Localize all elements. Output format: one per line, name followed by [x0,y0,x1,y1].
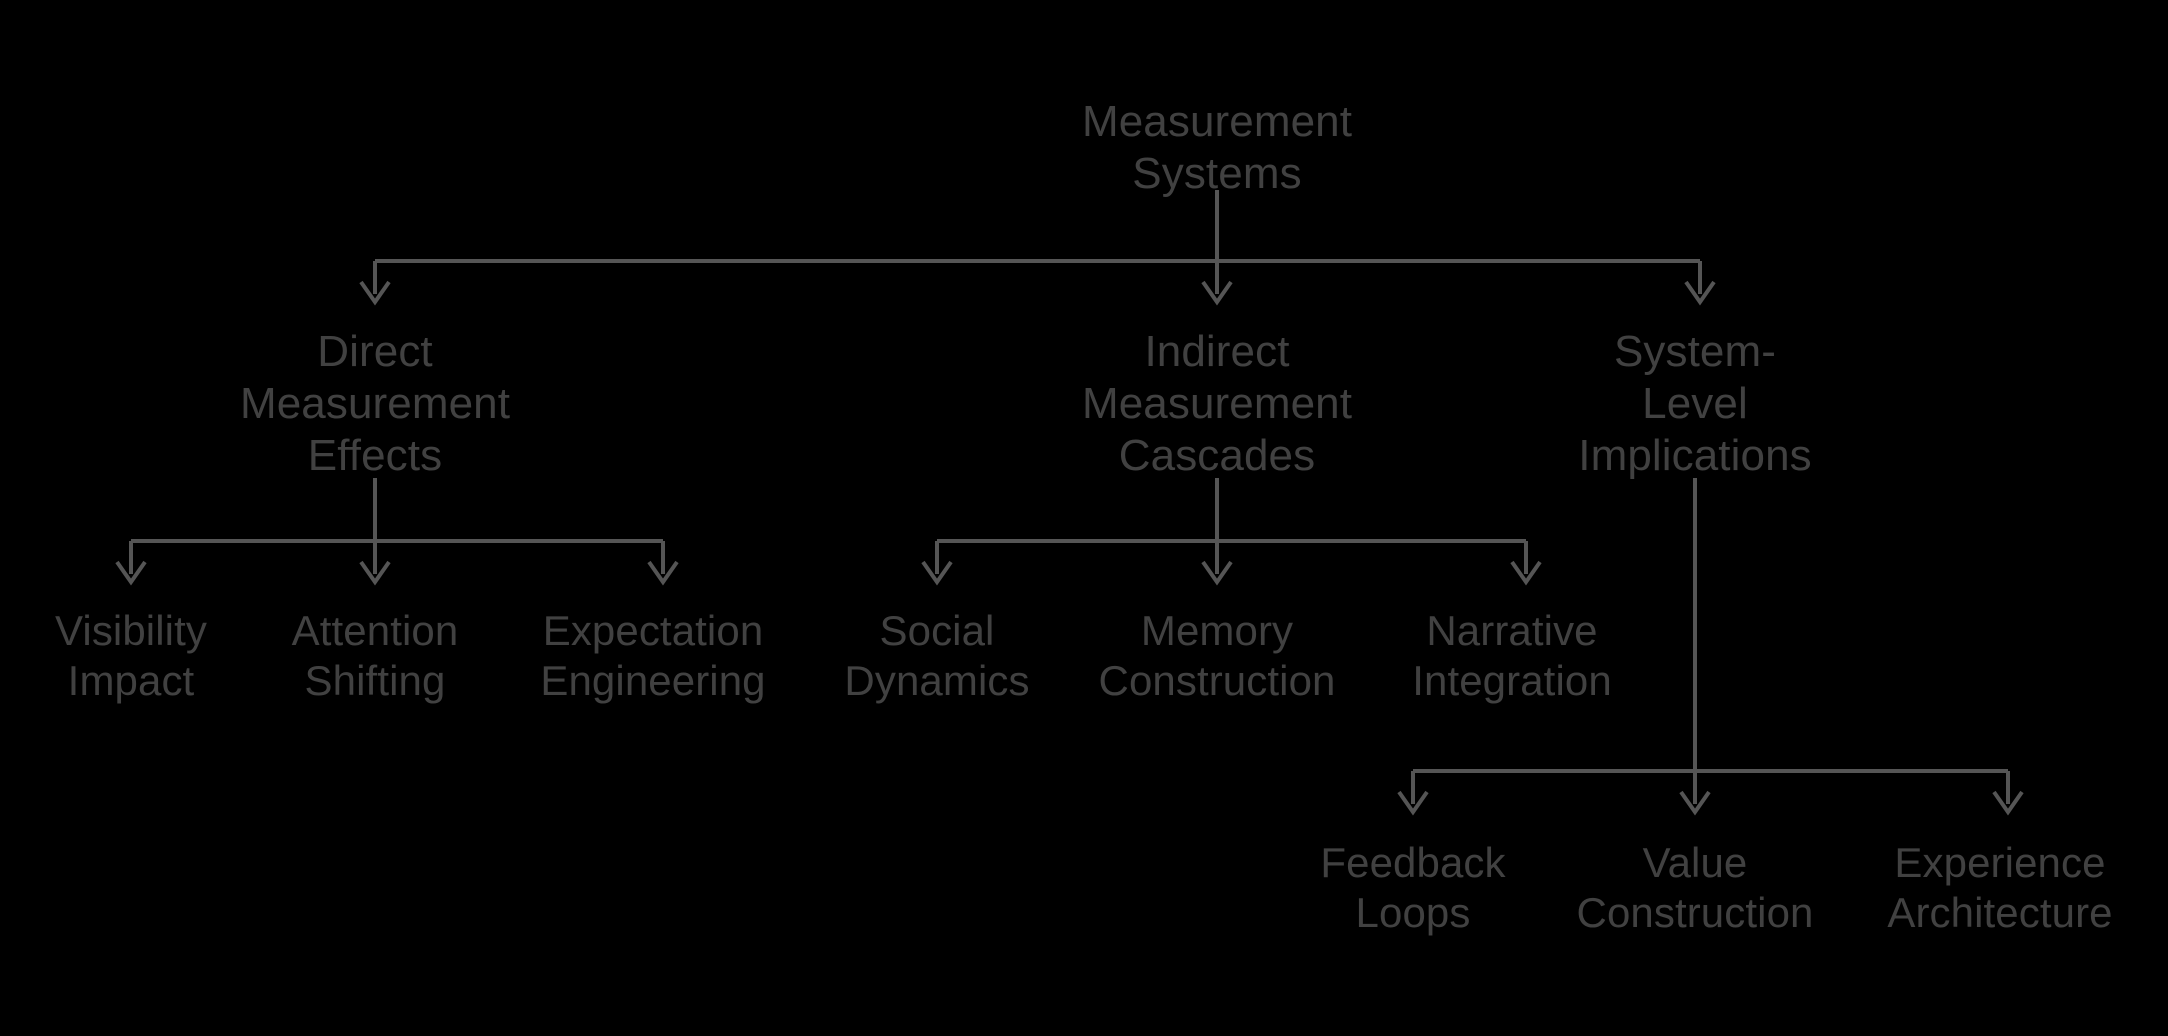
node-attention-shifting[interactable]: Attention Shifting [291,607,459,704]
arrowhead-memory [1201,560,1233,586]
node-memory-construction[interactable]: Memory Construction [1098,607,1336,704]
arrowhead-direct [359,280,391,306]
arrowhead-expectation [647,560,679,586]
node-expectation-engineering[interactable]: Expectation Engineering [540,607,766,704]
node-narrative-integration[interactable]: Narrative Integration [1412,607,1612,704]
arrowhead-social [921,560,953,586]
arrowhead-system [1684,280,1716,306]
arrowhead-narrative [1510,560,1542,586]
node-experience-architecture[interactable]: Experience Architecture [1887,839,2113,936]
arrowhead-visibility [115,560,147,586]
node-system-level-implications[interactable]: System- Level Implications [1578,327,1812,480]
node-value-construction[interactable]: Value Construction [1576,839,1814,936]
node-social-dynamics[interactable]: Social Dynamics [844,607,1030,704]
arrowhead-experience [1992,790,2024,816]
node-feedback-loops[interactable]: Feedback Loops [1320,839,1506,936]
node-direct-measurement-effects[interactable]: Direct Measurement Effects [239,327,511,480]
node-indirect-measurement-cascades[interactable]: Indirect Measurement Cascades [1081,327,1353,480]
arrowhead-attention [359,560,391,586]
node-visibility-impact[interactable]: Visibility Impact [55,607,207,704]
arrowhead-indirect [1201,280,1233,306]
arrowhead-value [1679,790,1711,816]
node-measurement-systems[interactable]: Measurement Systems [1081,97,1353,198]
arrowhead-feedback [1397,790,1429,816]
